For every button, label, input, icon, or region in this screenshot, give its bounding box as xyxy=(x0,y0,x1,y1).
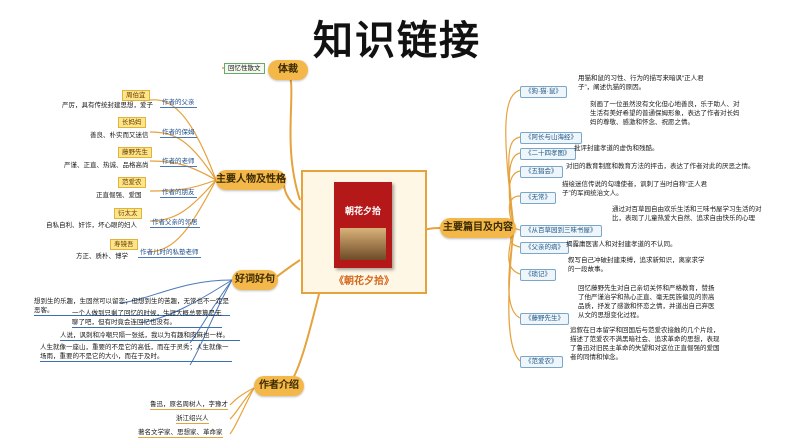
character-name: 衍太太 xyxy=(114,208,142,219)
chapter-content: 叙写自己冲破封建束缚，追求新知识，离家求学的一段故事。 xyxy=(568,257,705,273)
book-cover-photo xyxy=(340,228,386,260)
branch-genre[interactable]: 体裁 xyxy=(268,60,308,80)
character-name: 范爱农 xyxy=(118,177,146,188)
character-name: 周伯宜 xyxy=(122,90,150,101)
character-name: 寿镜吾 xyxy=(110,239,138,250)
chapter-title[interactable]: 《藤野先生》 xyxy=(520,313,569,325)
character-trait: 严谨、正直、热诚、品格高尚 xyxy=(64,162,149,169)
chapter-title[interactable]: 《无常》 xyxy=(520,192,556,204)
chapter-content: 描绘迷信传说的勾魂使者，讽刺了当时自称“正人君子”的军阀统治文人。 xyxy=(562,181,708,197)
character-trait: 方正、质朴、博学 xyxy=(76,253,128,260)
character-name: 长妈妈 xyxy=(118,117,146,128)
character-role: 作者的朋友 xyxy=(160,189,197,198)
chapter-content: 对旧的教育制度和教育方法的抨击，表达了作者对此的厌恶之情。 xyxy=(566,163,755,170)
quote-item: 人说，讽刺和冷嘲只隔一张纸，我以为有趣和肉麻也一样。 xyxy=(60,331,240,341)
branch-author[interactable]: 作者介绍 xyxy=(254,376,304,396)
character-trait: 善良、朴实而又迷信 xyxy=(90,132,149,139)
character-name: 藤野先生 xyxy=(118,147,152,158)
quote-item: 想到生的乐趣，生固然可以留恋；但想到生的苦趣，无常也不一定是恶客。 xyxy=(34,298,230,316)
quote-item: 一个人做到只剩了回忆的时候，生涯大概总要算是无聊了吧，但有时竟会连回忆也没有。 xyxy=(72,310,222,328)
branch-characters[interactable]: 主要人物及性格 xyxy=(216,170,286,190)
book-caption: 《朝花夕拾》 xyxy=(334,276,394,287)
author-fact: 鲁迅，原名周树人，字豫才 xyxy=(150,401,228,410)
character-role: 作者父亲的邻居 xyxy=(150,219,200,228)
book-cover-title: 朝花夕拾 xyxy=(344,206,381,216)
author-fact: 著名文学家、思想家、革命家 xyxy=(138,429,223,438)
book-cover-image: 朝花夕拾 xyxy=(334,182,392,268)
chapter-content: 批评封建孝道的虚伪和残酷。 xyxy=(574,145,659,152)
author-fact: 浙江绍兴人 xyxy=(176,415,209,424)
chapter-content: 刻画了一位虽然没有文化但心地善良，乐于助人、对生活有美好希望的普通保姆形象，表达… xyxy=(590,101,740,126)
chapter-title[interactable]: 《阿长与山海经》 xyxy=(520,132,582,144)
character-trait: 严厉，具有传统封建思想，爱子 xyxy=(62,102,153,109)
page-title: 知识链接 xyxy=(313,19,481,63)
chapter-content: 通过对百草园自由欢乐生活和三味书屋学习生活的对比，表现了儿童热爱大自然、追求自由… xyxy=(612,206,762,222)
character-role: 作者儿时的私塾老师 xyxy=(138,249,201,258)
chapter-title[interactable]: 《范爱农》 xyxy=(520,356,563,368)
chapter-title[interactable]: 《从百草园到三味书屋》 xyxy=(520,225,602,237)
chapter-title[interactable]: 《父亲的病》 xyxy=(520,242,569,254)
branch-chapters[interactable]: 主要篇目及内容 xyxy=(440,218,516,238)
character-trait: 正直倔强、爱国 xyxy=(96,192,142,199)
chapter-title[interactable]: 《五猖会》 xyxy=(520,166,563,178)
chapter-title[interactable]: 《二十四孝图》 xyxy=(520,148,576,160)
character-role: 作者的父亲 xyxy=(160,99,197,108)
chapter-content: 用猫和鼠的习性、行为的描写来暗讽“正人君子”，阐述仇猫的原因。 xyxy=(578,75,704,91)
chapter-title[interactable]: 《琐记》 xyxy=(520,269,556,281)
character-trait: 自私自利、奸诈，坏心眼的妇人 xyxy=(46,222,137,229)
branch-quotes[interactable]: 好词好句 xyxy=(232,270,278,290)
genre-item: 回忆性散文 xyxy=(224,63,265,74)
character-role: 作者的保姆 xyxy=(160,129,197,138)
chapter-content: 追叙在日本留学和回国后与范爱农接触的几个片段，描述了范爱农不满黑暗社会、追求革命… xyxy=(570,327,720,361)
chapter-title[interactable]: 《狗·猫·鼠》 xyxy=(520,86,567,98)
center-book: 朝花夕拾 《朝花夕拾》 xyxy=(301,170,427,294)
chapter-content: 回忆藤野先生对自己亲切关怀和严格教育，赞扬了他严谨治学和热心正直、毫无民族偏见的… xyxy=(578,285,715,319)
chapter-content: 揭露庸医害人和对封建孝道的不认同。 xyxy=(566,241,677,248)
quote-item: 人生就像一座山，重要的不是它的高低，而在于灵秀；人生就像一场雨，重要的不是它的大… xyxy=(40,343,232,362)
character-role: 作者的老师 xyxy=(160,158,197,167)
